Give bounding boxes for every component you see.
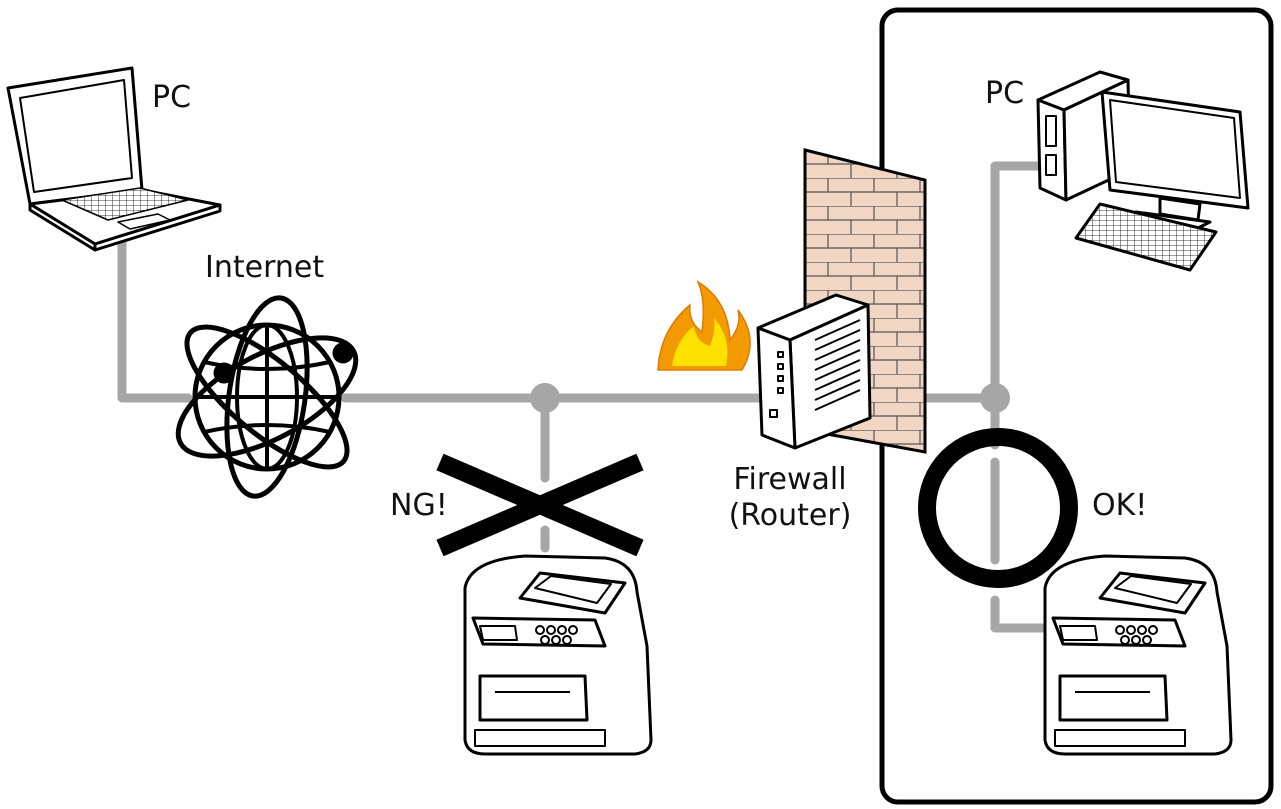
laptop-icon	[6, 66, 222, 252]
internet-label: Internet	[205, 250, 325, 285]
printer-icon	[463, 554, 653, 756]
desktop-pc-icon	[1036, 70, 1250, 272]
firewall-label-line1: Firewall	[733, 462, 847, 497]
firewall-label-line2: (Router)	[728, 498, 852, 533]
junction-dot	[530, 383, 560, 413]
junction-dot	[980, 383, 1010, 413]
ok-label: OK!	[1092, 488, 1148, 523]
ng-label: NG!	[390, 488, 448, 523]
network-cables	[117, 161, 1050, 633]
cross-mark-icon	[436, 453, 644, 557]
globe-icon	[175, 295, 359, 499]
pc-right-label: PC	[985, 76, 1025, 111]
printer-icon	[1043, 554, 1233, 756]
pc-left-label: PC	[152, 80, 192, 115]
router-icon	[756, 293, 872, 450]
flame-icon	[657, 280, 751, 371]
circle-mark-icon	[918, 428, 1078, 588]
firewall-label: Firewall (Router)	[725, 462, 855, 534]
